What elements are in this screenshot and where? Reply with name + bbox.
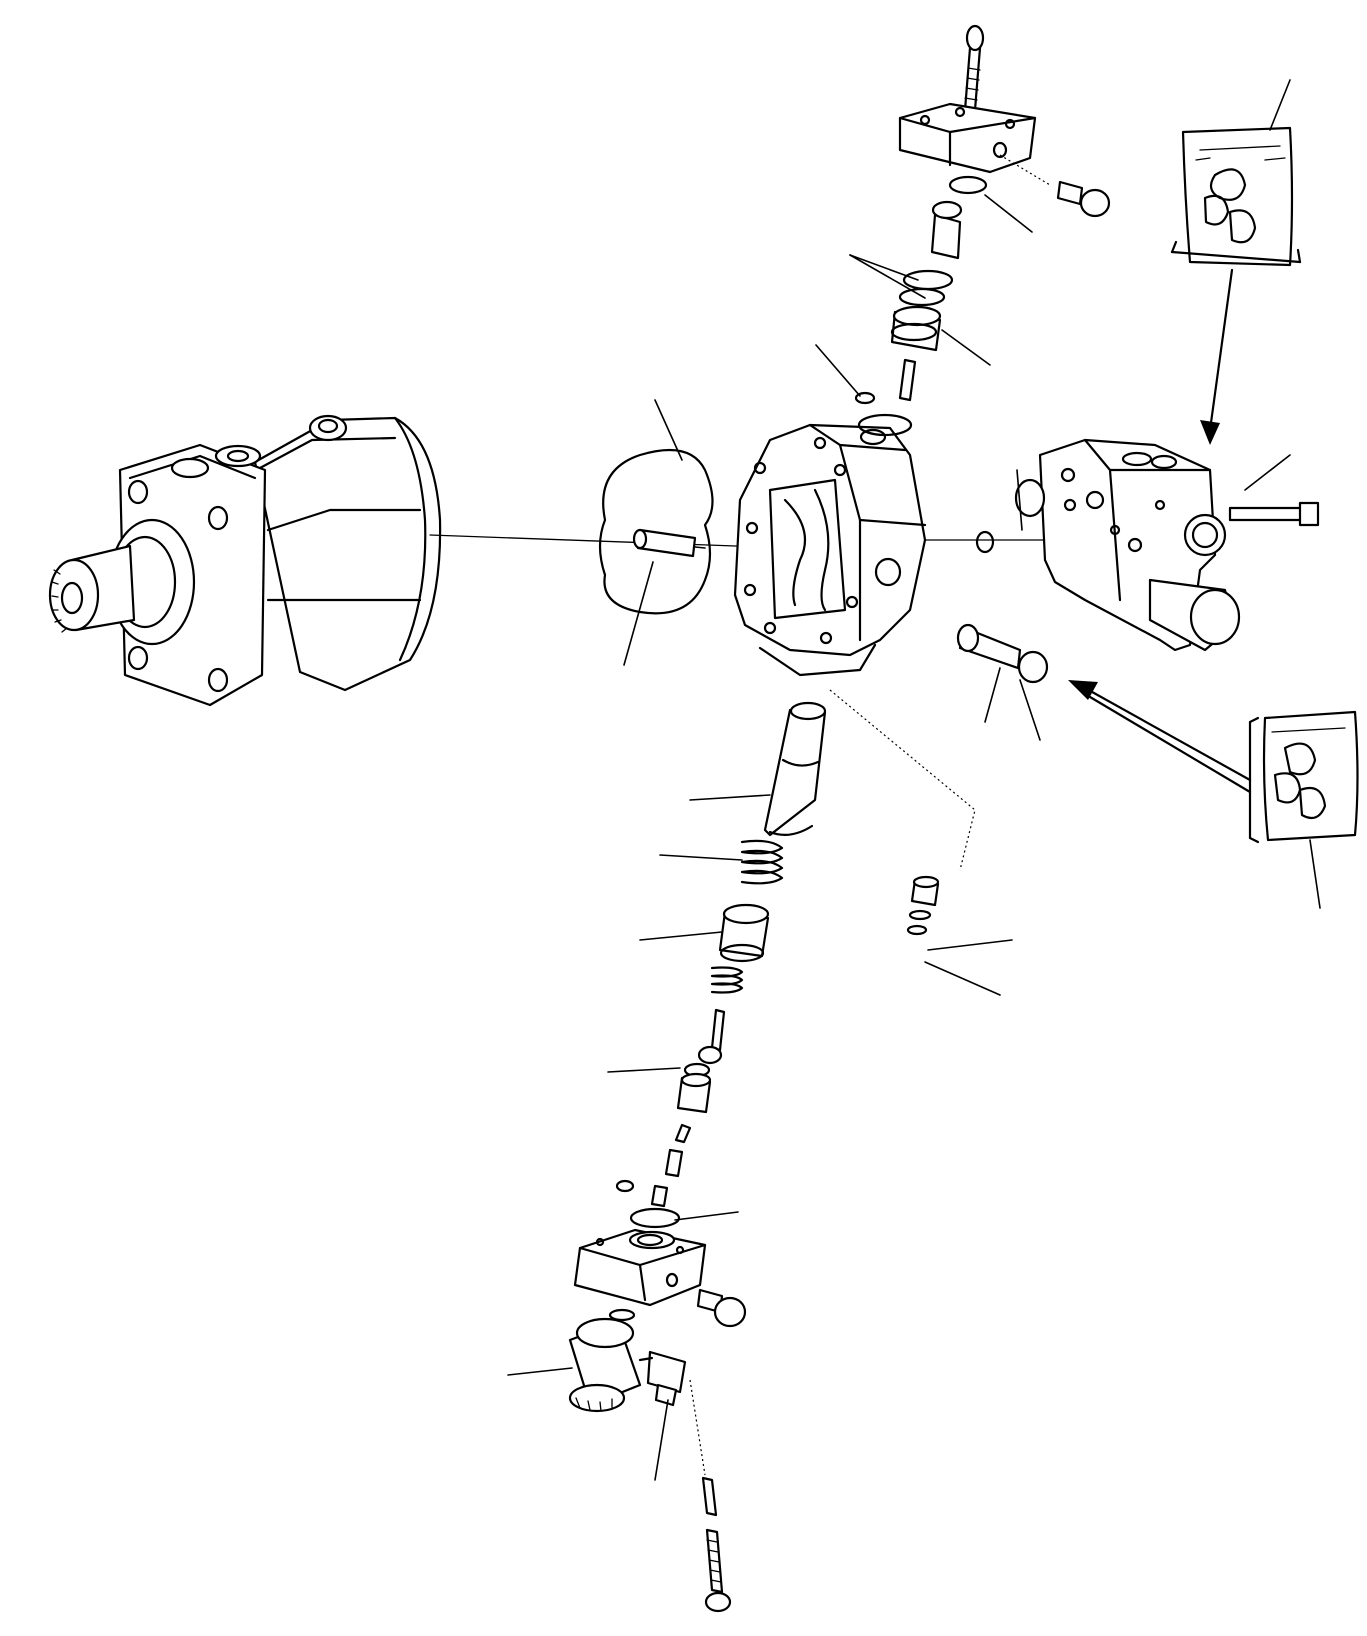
bottom-cover [573, 1207, 747, 1328]
o-ring-side [975, 530, 995, 554]
spool [763, 701, 827, 837]
seal-kit-pack-lower [1068, 680, 1359, 844]
assembly-line [429, 534, 791, 549]
electrical-connector [638, 1350, 687, 1407]
control-housing [733, 423, 927, 677]
hydraulic-motor [48, 414, 442, 707]
solenoid-coil [568, 1317, 642, 1413]
valve-block [1014, 438, 1320, 652]
top-cover [854, 24, 1111, 437]
port-plate-gasket [598, 448, 714, 615]
small-rings [906, 875, 940, 936]
sleeve [718, 903, 770, 963]
adjustment-screw [689, 1379, 732, 1613]
leader-lines [507, 79, 1321, 1481]
assembly-line [829, 689, 976, 871]
side-plug [956, 623, 1049, 684]
spring [740, 839, 784, 885]
valve-parts [615, 1008, 726, 1208]
seal-kit-pack-upper [1170, 126, 1302, 445]
small-spring [710, 966, 744, 994]
